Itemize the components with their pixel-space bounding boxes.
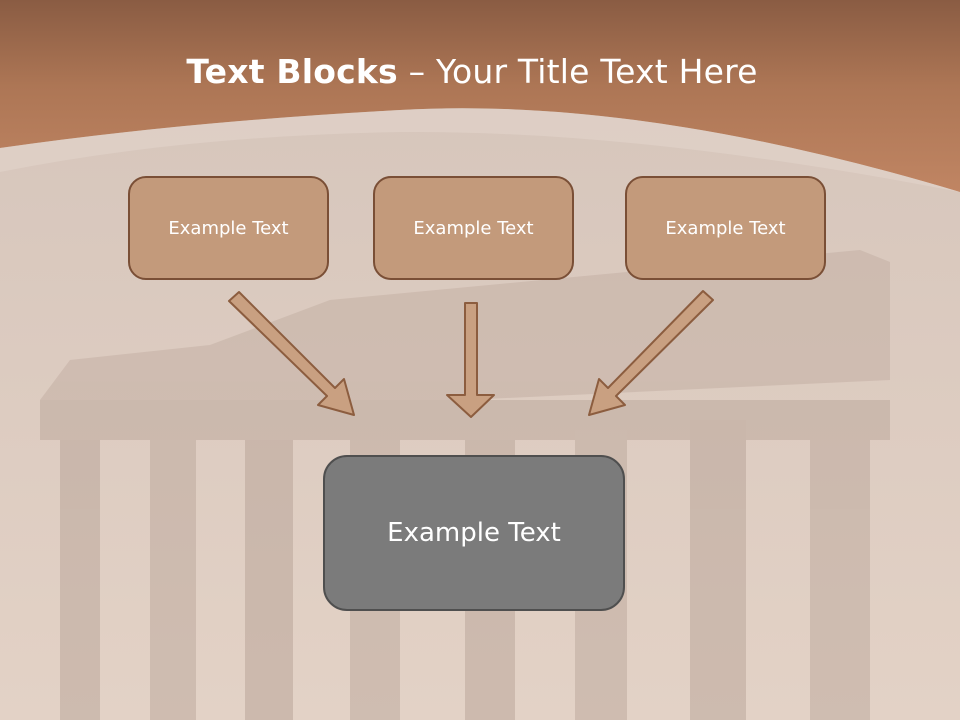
text-block-label: Example Text [413, 217, 534, 239]
text-block-1[interactable]: Example Text [128, 176, 329, 280]
text-block-3[interactable]: Example Text [625, 176, 826, 280]
text-block-label: Example Text [665, 217, 786, 239]
text-block-label: Example Text [168, 217, 289, 239]
arrow-down-right-icon [228, 291, 355, 416]
text-block-2[interactable]: Example Text [373, 176, 574, 280]
result-block-label: Example Text [387, 518, 561, 548]
slide-title: Text Blocks – Your Title Text Here [0, 52, 944, 91]
result-block[interactable]: Example Text [323, 455, 625, 611]
title-rest: – Your Title Text Here [397, 52, 758, 91]
title-bold: Text Blocks [186, 52, 398, 91]
arrow-down-left-icon [588, 290, 714, 416]
arrow-down-icon [446, 302, 495, 418]
